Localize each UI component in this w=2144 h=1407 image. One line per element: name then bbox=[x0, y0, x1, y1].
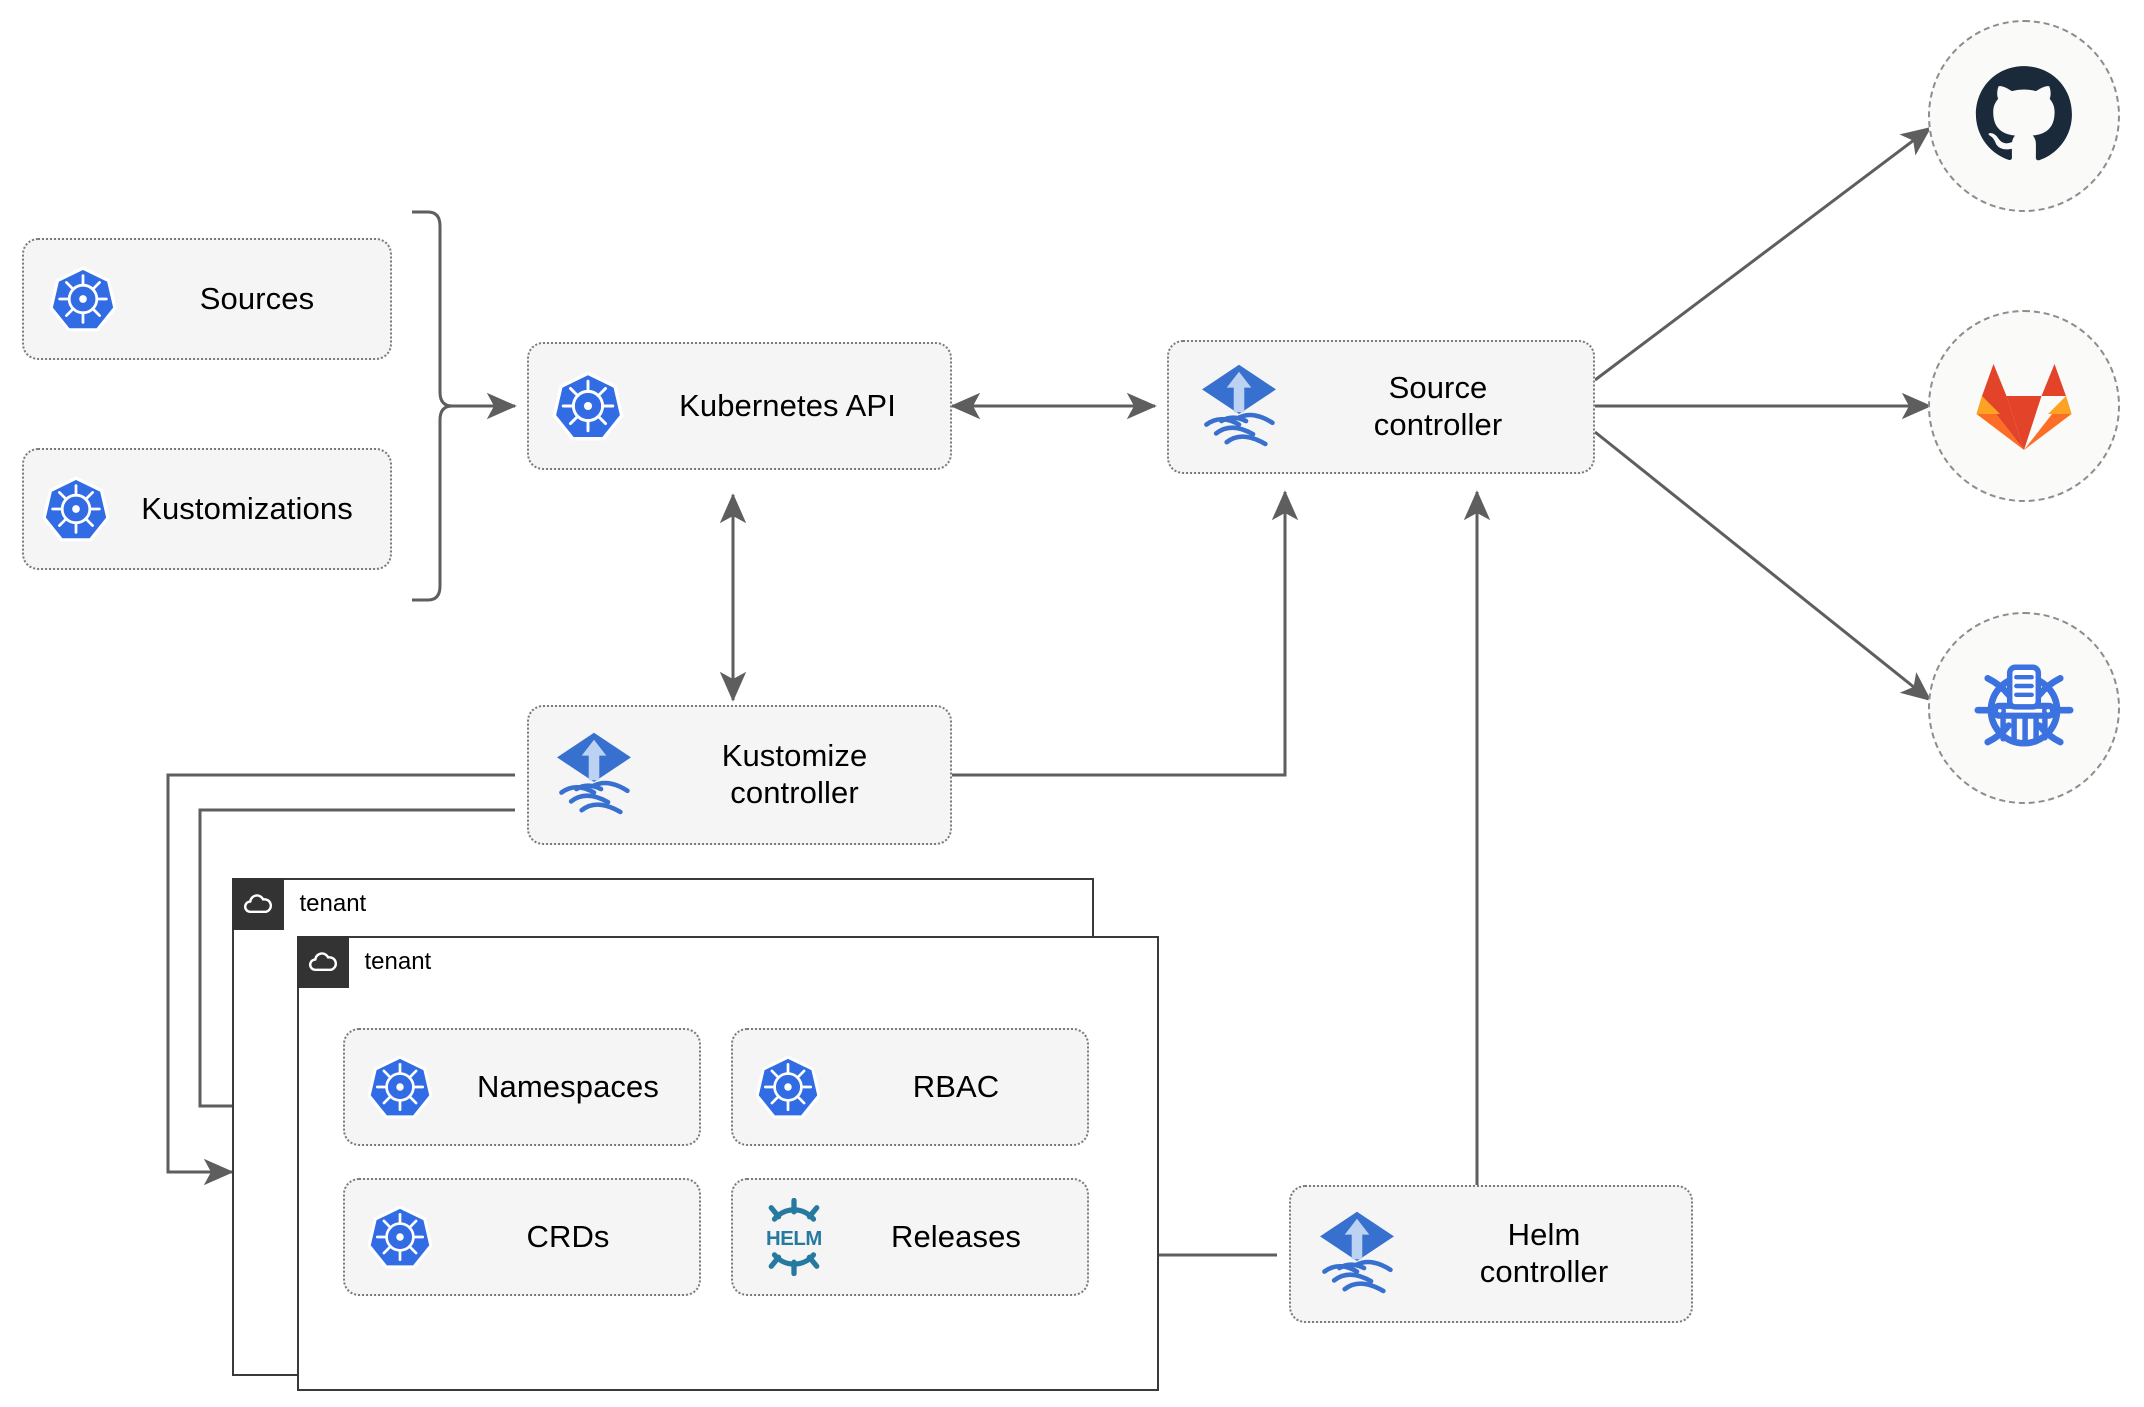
flux-icon bbox=[529, 729, 659, 821]
node-label: Source controller bbox=[1373, 370, 1503, 442]
kubernetes-icon bbox=[345, 1204, 455, 1270]
gitlab-icon bbox=[1976, 364, 2072, 450]
external-source-gitlab[interactable] bbox=[1928, 310, 2120, 502]
cloud-icon bbox=[231, 877, 284, 930]
tenant-label: tenant bbox=[364, 947, 432, 975]
cloud-icon bbox=[296, 935, 349, 988]
node-label: Helm controller bbox=[1479, 1217, 1609, 1289]
tenant-item-releases[interactable]: HELM Releases bbox=[731, 1178, 1089, 1296]
external-source-github[interactable] bbox=[1928, 20, 2120, 212]
node-kubernetes-api[interactable]: Kubernetes API bbox=[527, 342, 952, 470]
node-label: Kubernetes API bbox=[679, 387, 896, 423]
tenant-item-rbac[interactable]: RBAC bbox=[731, 1028, 1089, 1146]
node-helm-controller[interactable]: Helm controller bbox=[1289, 1185, 1693, 1323]
external-source-helm-registry[interactable] bbox=[1928, 612, 2120, 804]
tenant-item-label: Releases bbox=[890, 1218, 1022, 1254]
edge-source-to-registry bbox=[1594, 430, 1932, 702]
kubernetes-icon bbox=[529, 370, 647, 442]
resource-label: Sources bbox=[199, 280, 315, 316]
kubernetes-icon bbox=[345, 1054, 455, 1120]
tenant-titlebar: tenant bbox=[231, 877, 367, 930]
kubernetes-icon bbox=[24, 475, 128, 543]
node-kustomize-controller[interactable]: Kustomize controller bbox=[527, 705, 952, 845]
resources-bracket bbox=[412, 210, 453, 602]
tenant-item-label: Namespaces bbox=[477, 1068, 659, 1104]
kubernetes-icon bbox=[24, 265, 142, 333]
resource-label: Kustomizations bbox=[141, 490, 353, 526]
flux-icon bbox=[1169, 361, 1309, 453]
tenant-window-front: tenant Namespaces bbox=[296, 935, 1159, 1391]
edge-source-to-github bbox=[1594, 126, 1932, 382]
kubernetes-icon bbox=[733, 1054, 843, 1120]
tenant-item-namespaces[interactable]: Namespaces bbox=[343, 1028, 701, 1146]
helm-icon: HELM bbox=[733, 1198, 855, 1276]
flux-icon bbox=[1291, 1208, 1423, 1300]
helm-registry-icon bbox=[1974, 664, 2074, 747]
tenant-item-crds[interactable]: CRDs bbox=[343, 1178, 701, 1296]
node-label: Kustomize controller bbox=[721, 738, 868, 810]
github-icon bbox=[1975, 66, 2072, 161]
tenant-titlebar: tenant bbox=[296, 935, 432, 988]
resource-card-kustomizations[interactable]: Kustomizations bbox=[22, 448, 392, 570]
edge-kustomize-to-source bbox=[952, 490, 1299, 777]
node-source-controller[interactable]: Source controller bbox=[1167, 340, 1595, 474]
tenant-label: tenant bbox=[299, 889, 367, 917]
tenant-item-label: CRDs bbox=[526, 1218, 610, 1254]
tenant-item-label: RBAC bbox=[912, 1068, 1000, 1104]
resource-card-sources[interactable]: Sources bbox=[22, 238, 392, 360]
svg-text:HELM: HELM bbox=[766, 1228, 822, 1250]
